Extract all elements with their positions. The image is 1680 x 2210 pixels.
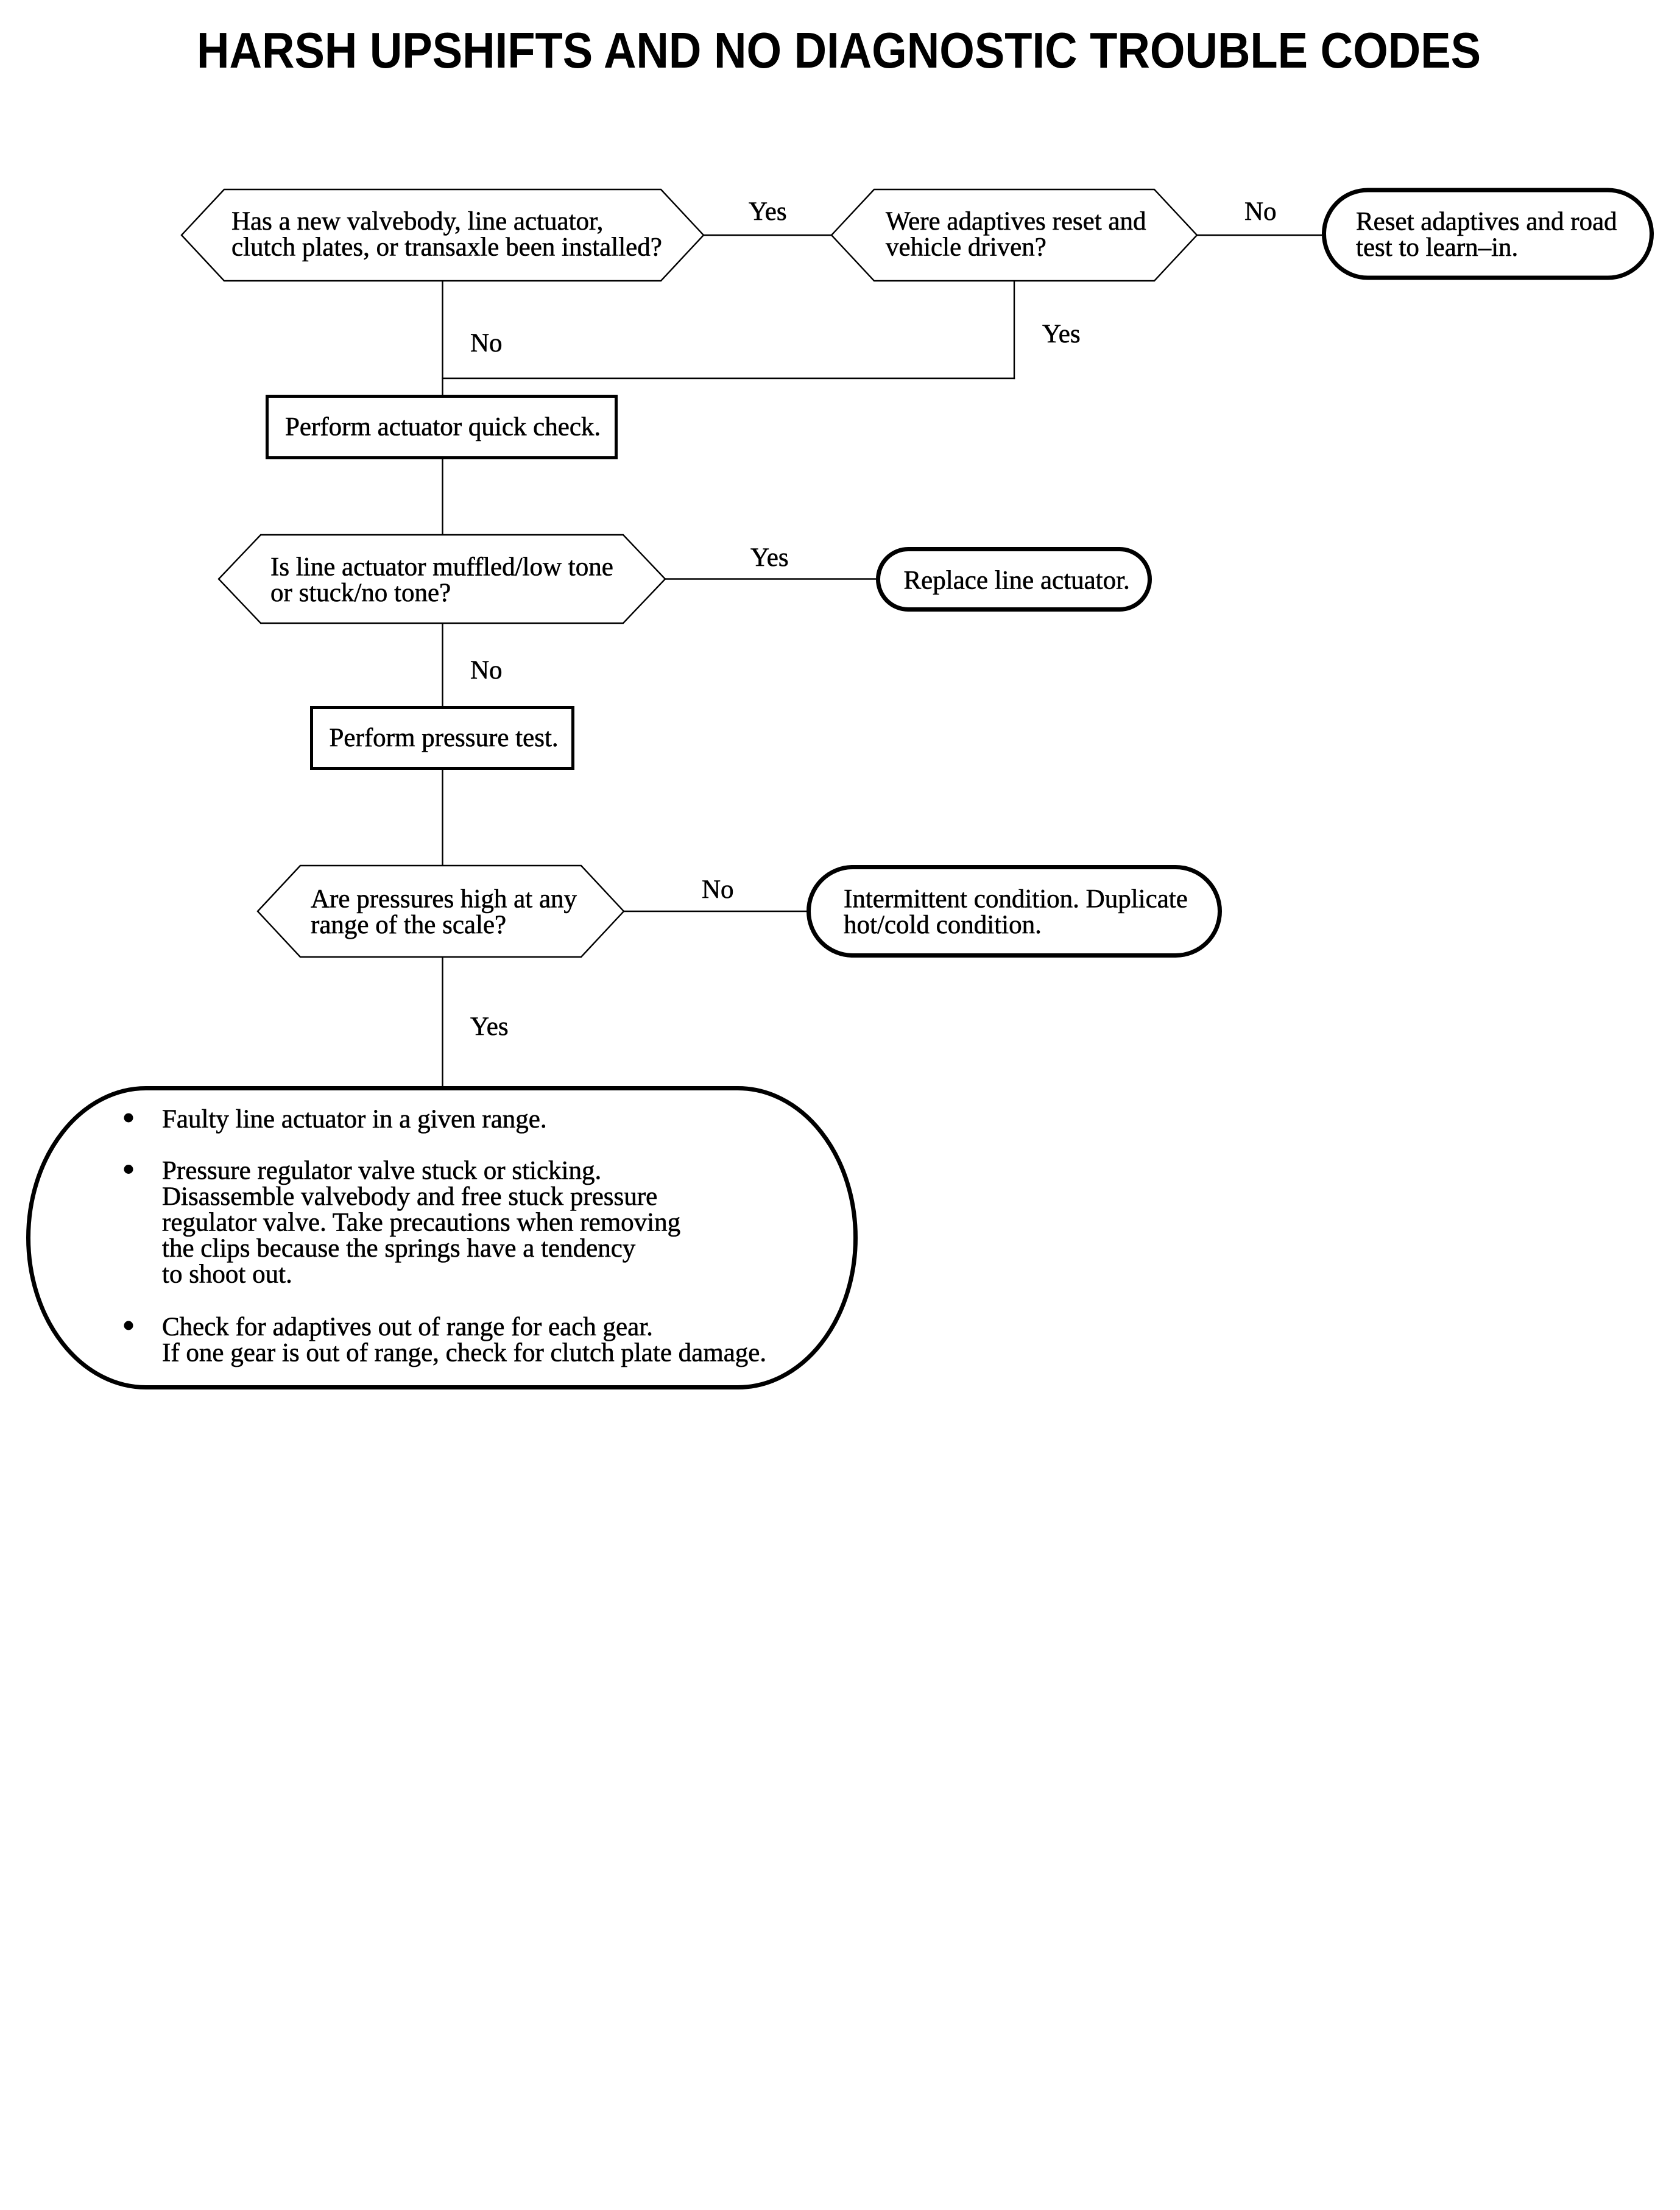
svg-text:hot/cold condition.: hot/cold condition. <box>844 911 1042 939</box>
svg-text:vehicle driven?: vehicle driven? <box>886 233 1046 262</box>
svg-text:Perform actuator quick check.: Perform actuator quick check. <box>285 413 601 442</box>
svg-text:No: No <box>470 329 503 358</box>
svg-text:Perform pressure test.: Perform pressure test. <box>330 724 559 752</box>
svg-text:Yes: Yes <box>470 1012 509 1041</box>
svg-text:Yes: Yes <box>750 543 789 572</box>
svg-text:No: No <box>702 875 734 904</box>
svg-text:Reset adaptives and road: Reset adaptives and road <box>1356 208 1617 236</box>
svg-text:Faulty line actuator in a give: Faulty line actuator in a given range. <box>162 1105 547 1134</box>
svg-text:Has a new valvebody, line actu: Has a new valvebody, line actuator, <box>231 207 603 236</box>
svg-text:clutch plates, or transaxle be: clutch plates, or transaxle been install… <box>231 233 662 262</box>
svg-text:Were adaptives reset and: Were adaptives reset and <box>886 207 1146 236</box>
svg-text:range of the scale?: range of the scale? <box>311 911 506 939</box>
svg-text:No: No <box>470 656 503 685</box>
svg-text:test to learn–in.: test to learn–in. <box>1356 233 1518 262</box>
svg-text:to shoot out.: to shoot out. <box>162 1260 292 1289</box>
svg-text:Replace line actuator.: Replace line actuator. <box>904 567 1130 595</box>
svg-text:regulator valve. Take precauti: regulator valve. Take precautions when r… <box>162 1209 680 1237</box>
svg-text:Is line actuator muffled/low t: Is line actuator muffled/low tone <box>270 553 613 582</box>
svg-text:Yes: Yes <box>1042 320 1081 348</box>
svg-text:Pressure regulator valve stuck: Pressure regulator valve stuck or sticki… <box>162 1157 601 1185</box>
svg-text:Disassemble valvebody and free: Disassemble valvebody and free stuck pre… <box>162 1182 657 1211</box>
svg-text:No: No <box>1244 197 1277 226</box>
svg-text:the clips because the springs: the clips because the springs have a ten… <box>162 1234 636 1263</box>
svg-text:or stuck/no tone?: or stuck/no tone? <box>270 579 451 607</box>
svg-text:Intermittent condition. Duplic: Intermittent condition. Duplicate <box>844 885 1188 914</box>
svg-text:HARSH UPSHIFTS AND NO DIAGNOST: HARSH UPSHIFTS AND NO DIAGNOSTIC TROUBLE… <box>197 23 1481 79</box>
svg-text:Yes: Yes <box>749 197 787 226</box>
svg-text:Are pressures high at any: Are pressures high at any <box>311 885 577 914</box>
svg-text:If one gear is out of range, c: If one gear is out of range, check for c… <box>162 1339 766 1368</box>
svg-text:Check for adaptives out of ran: Check for adaptives out of range for eac… <box>162 1313 653 1341</box>
